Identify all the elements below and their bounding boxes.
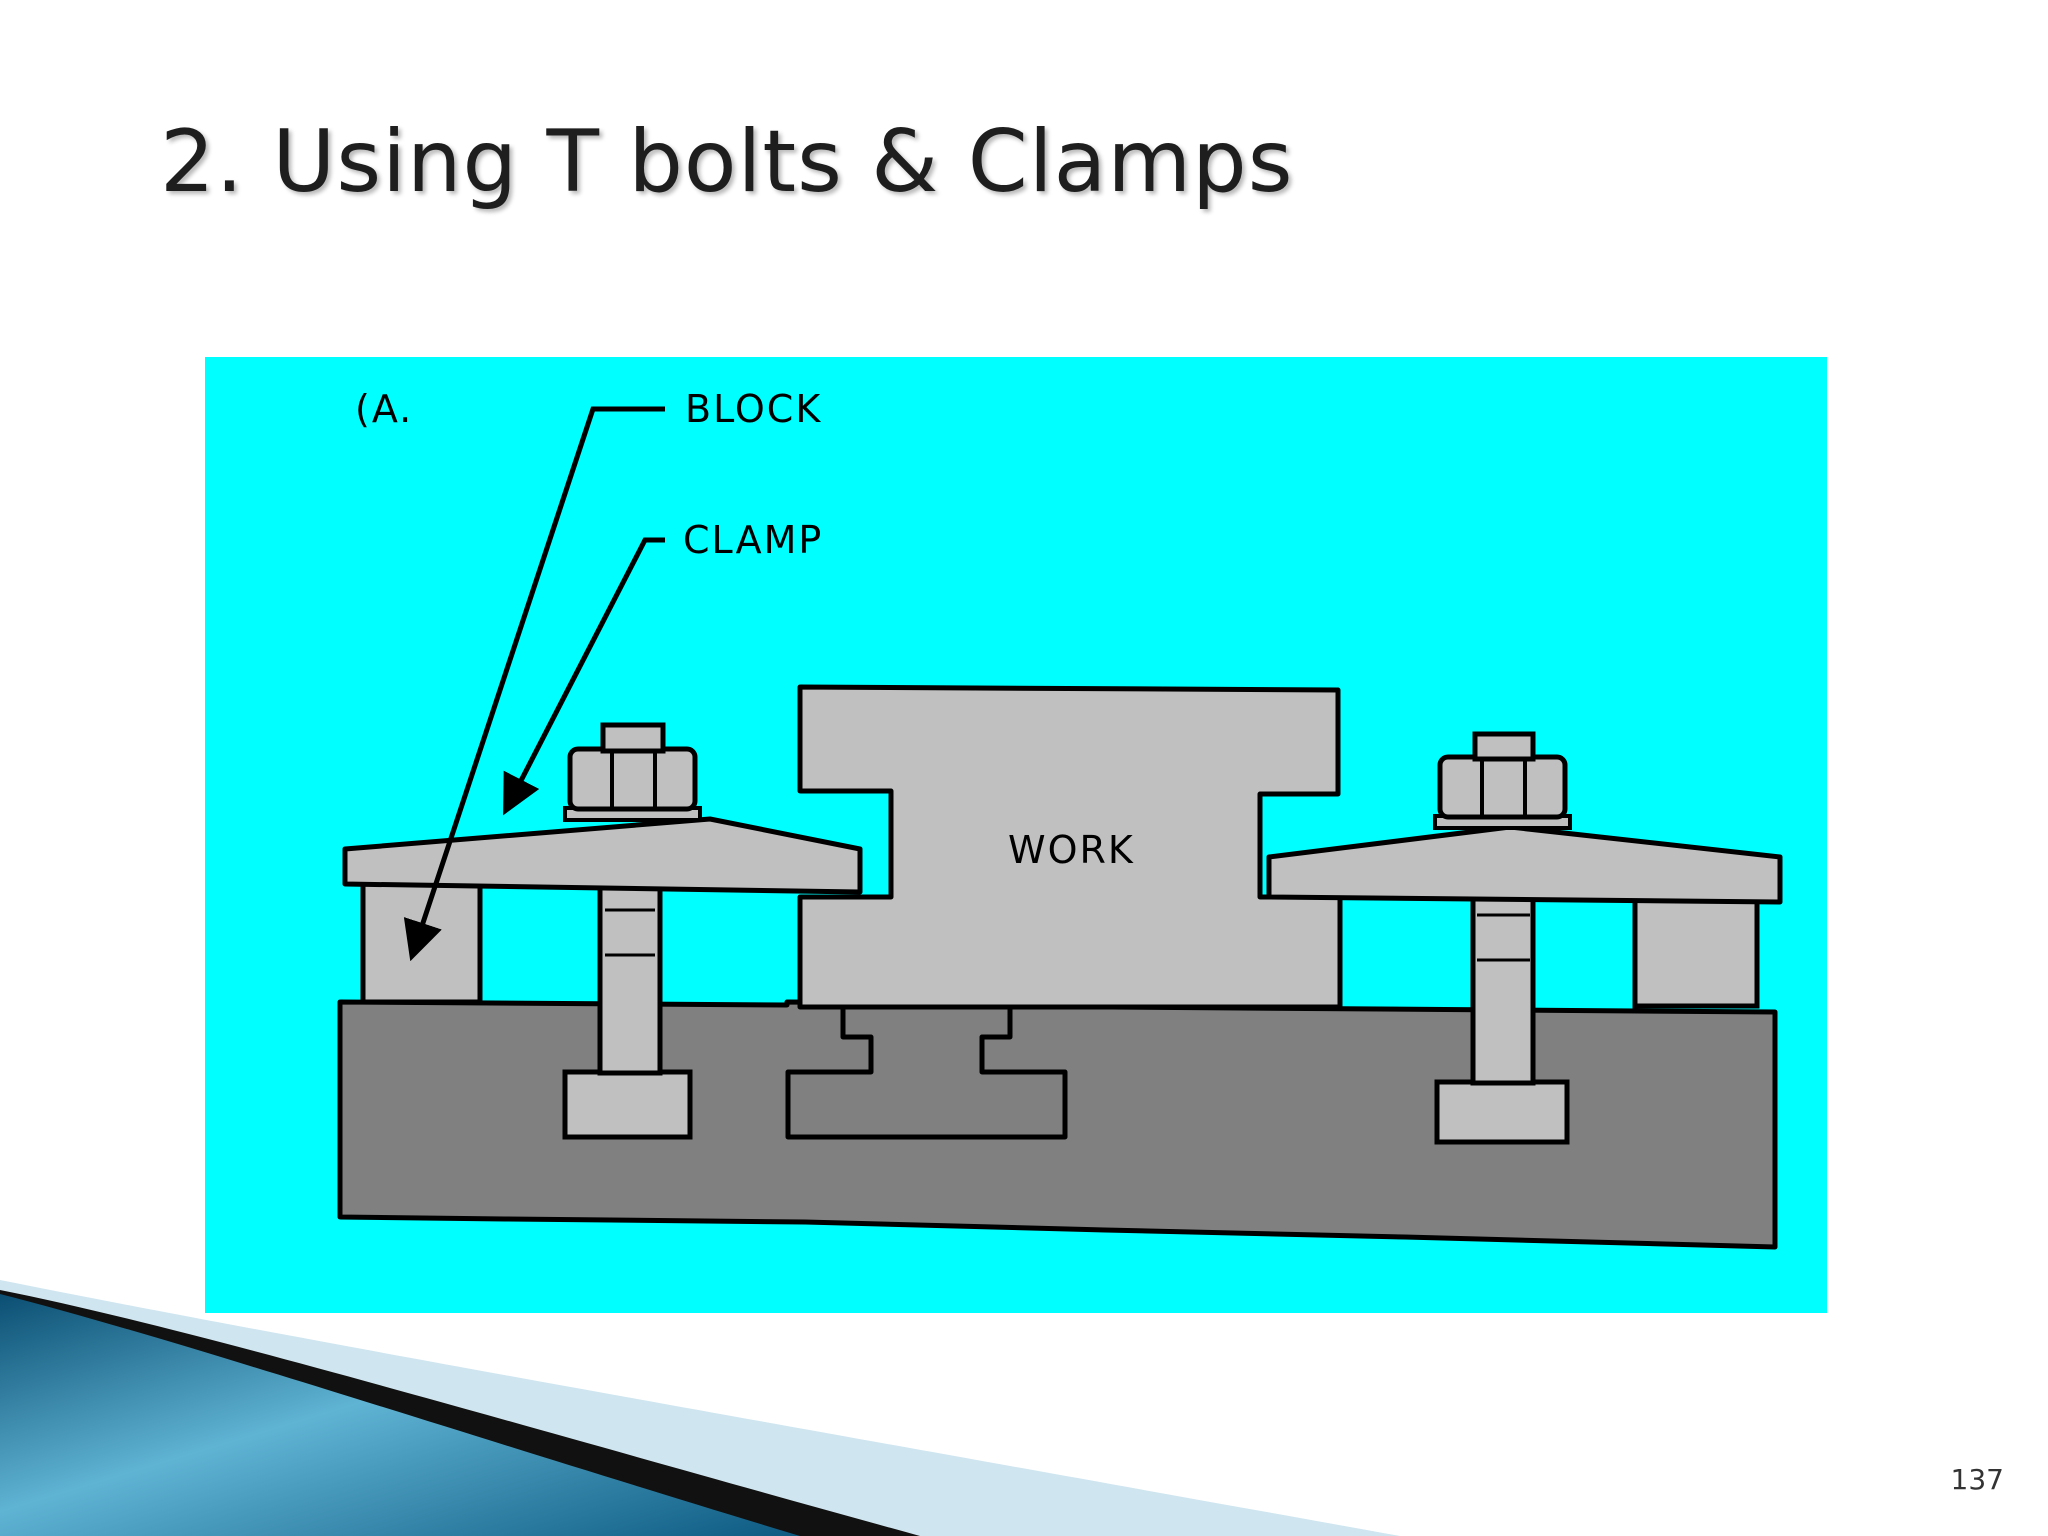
corner-swoosh-decoration bbox=[0, 1280, 1400, 1536]
left-clamp bbox=[342, 816, 863, 895]
block-leader-line bbox=[403, 406, 665, 962]
clamp-label: CLAMP bbox=[683, 518, 823, 562]
page-number: 137 bbox=[1950, 1463, 2004, 1496]
right-hex-nut bbox=[1437, 754, 1568, 820]
clamp-leader-line bbox=[503, 537, 665, 816]
clamping-diagram: (A. BLOCK CLAMP WORK bbox=[205, 357, 1827, 1313]
work-piece bbox=[797, 684, 1343, 1010]
left-bolt-end bbox=[600, 722, 666, 754]
right-support-block bbox=[1632, 891, 1760, 1009]
work-label: WORK bbox=[1008, 828, 1135, 872]
right-clamp bbox=[1266, 824, 1783, 905]
block-label: BLOCK bbox=[685, 387, 822, 431]
right-bolt-stem bbox=[1470, 884, 1536, 1086]
left-t-bolt-head bbox=[562, 1069, 693, 1140]
figure-label: (A. bbox=[355, 387, 413, 431]
left-bolt-stem bbox=[597, 874, 663, 1076]
machine-table bbox=[337, 999, 1778, 1250]
slide-title: 2. Using T bolts & Clamps bbox=[160, 112, 1294, 212]
left-hex-nut bbox=[567, 746, 698, 812]
left-support-block bbox=[360, 881, 483, 1005]
right-t-bolt-head bbox=[1434, 1079, 1570, 1145]
right-bolt-end bbox=[1472, 731, 1536, 762]
